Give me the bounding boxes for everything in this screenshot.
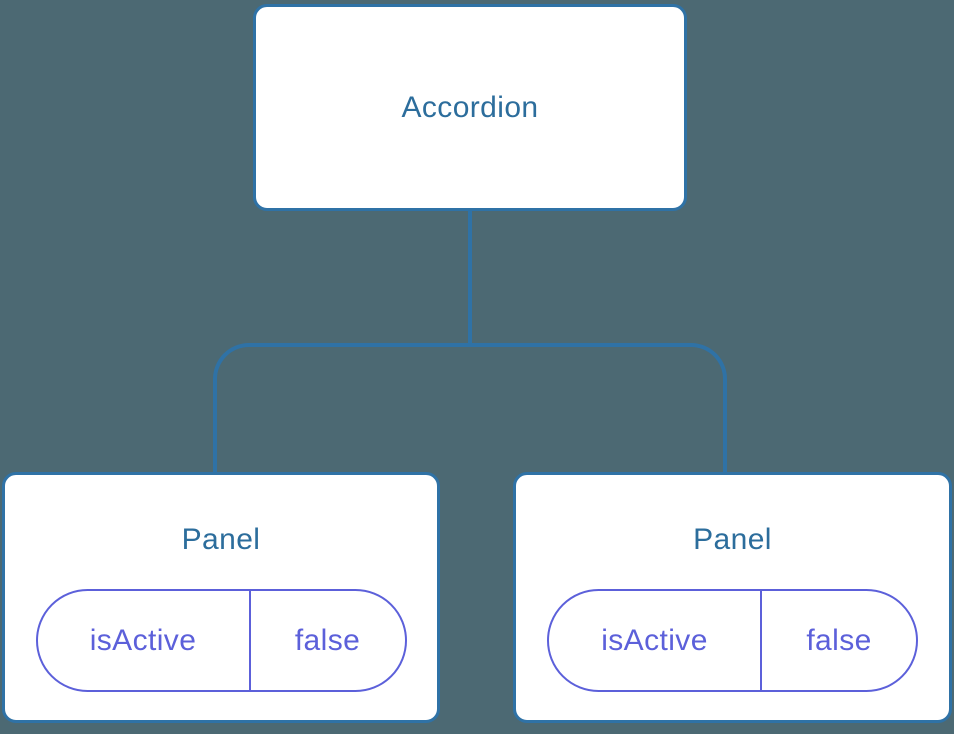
state-key: isActive: [549, 591, 762, 690]
panel-node-label: Panel: [693, 523, 772, 556]
connector-bracket-line: [213, 343, 727, 472]
panel-node-label: Panel: [181, 523, 261, 556]
connector-stem-line: [468, 210, 472, 346]
state-pill: isActive false: [547, 589, 918, 692]
state-key: isActive: [38, 591, 251, 690]
state-pill: isActive false: [35, 589, 407, 692]
accordion-node-label: Accordion: [401, 90, 539, 124]
accordion-node: Accordion: [253, 4, 687, 211]
state-value: false: [806, 623, 872, 657]
panel-node-left: Panel isActive false: [2, 472, 440, 723]
state-value: false: [294, 623, 361, 657]
panel-node-right: Panel isActive false: [513, 472, 952, 723]
